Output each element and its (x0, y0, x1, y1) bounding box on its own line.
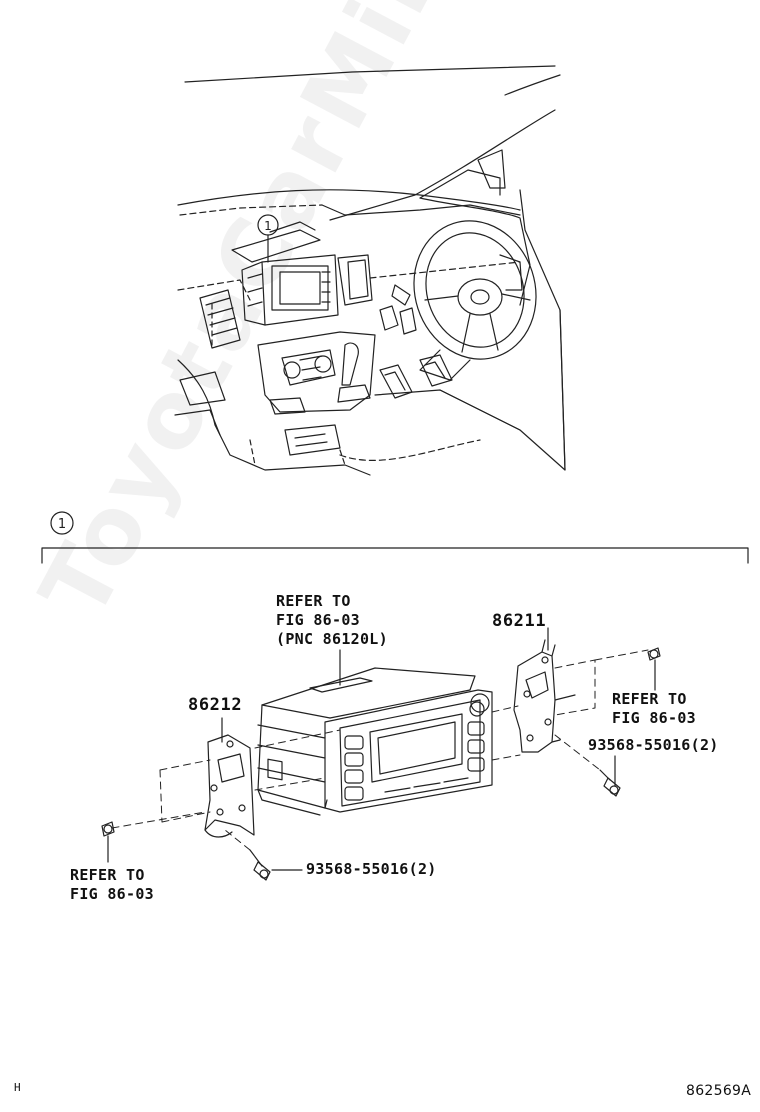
dashboard-overview (174, 65, 566, 476)
refer-top-line1: REFER TO (276, 592, 351, 610)
refer-left-line2: FIG 86-03 (70, 885, 154, 903)
callout-number: 1 (58, 517, 66, 532)
corner-mark: H (14, 1081, 21, 1094)
screw-part-number-right: 93568-55016(2) (588, 736, 719, 754)
diagram-id: 862569A (686, 1083, 752, 1099)
part-number-86211: 86211 (492, 611, 547, 631)
refer-top-line2: FIG 86-03 (276, 611, 360, 629)
mounting-guides (111, 649, 649, 851)
screw-bottom (249, 849, 271, 881)
bracket-86212 (204, 734, 255, 838)
screw-top-right (647, 647, 661, 661)
refer-right-line1: REFER TO (612, 690, 687, 708)
detail-frame (41, 511, 749, 564)
screw-part-number-bottom: 93568-55016(2) (306, 860, 437, 878)
refer-left-line1: REFER TO (70, 866, 145, 884)
refer-right-line2: FIG 86-03 (612, 709, 696, 727)
screw-right (599, 769, 621, 797)
bracket-86211 (513, 639, 576, 753)
screw-left (101, 821, 115, 837)
overview-callout-number: 1 (264, 219, 272, 233)
part-number-86212: 86212 (188, 695, 243, 715)
refer-top-line3: (PNC 86120L) (276, 630, 388, 648)
navigation-unit (257, 667, 493, 816)
